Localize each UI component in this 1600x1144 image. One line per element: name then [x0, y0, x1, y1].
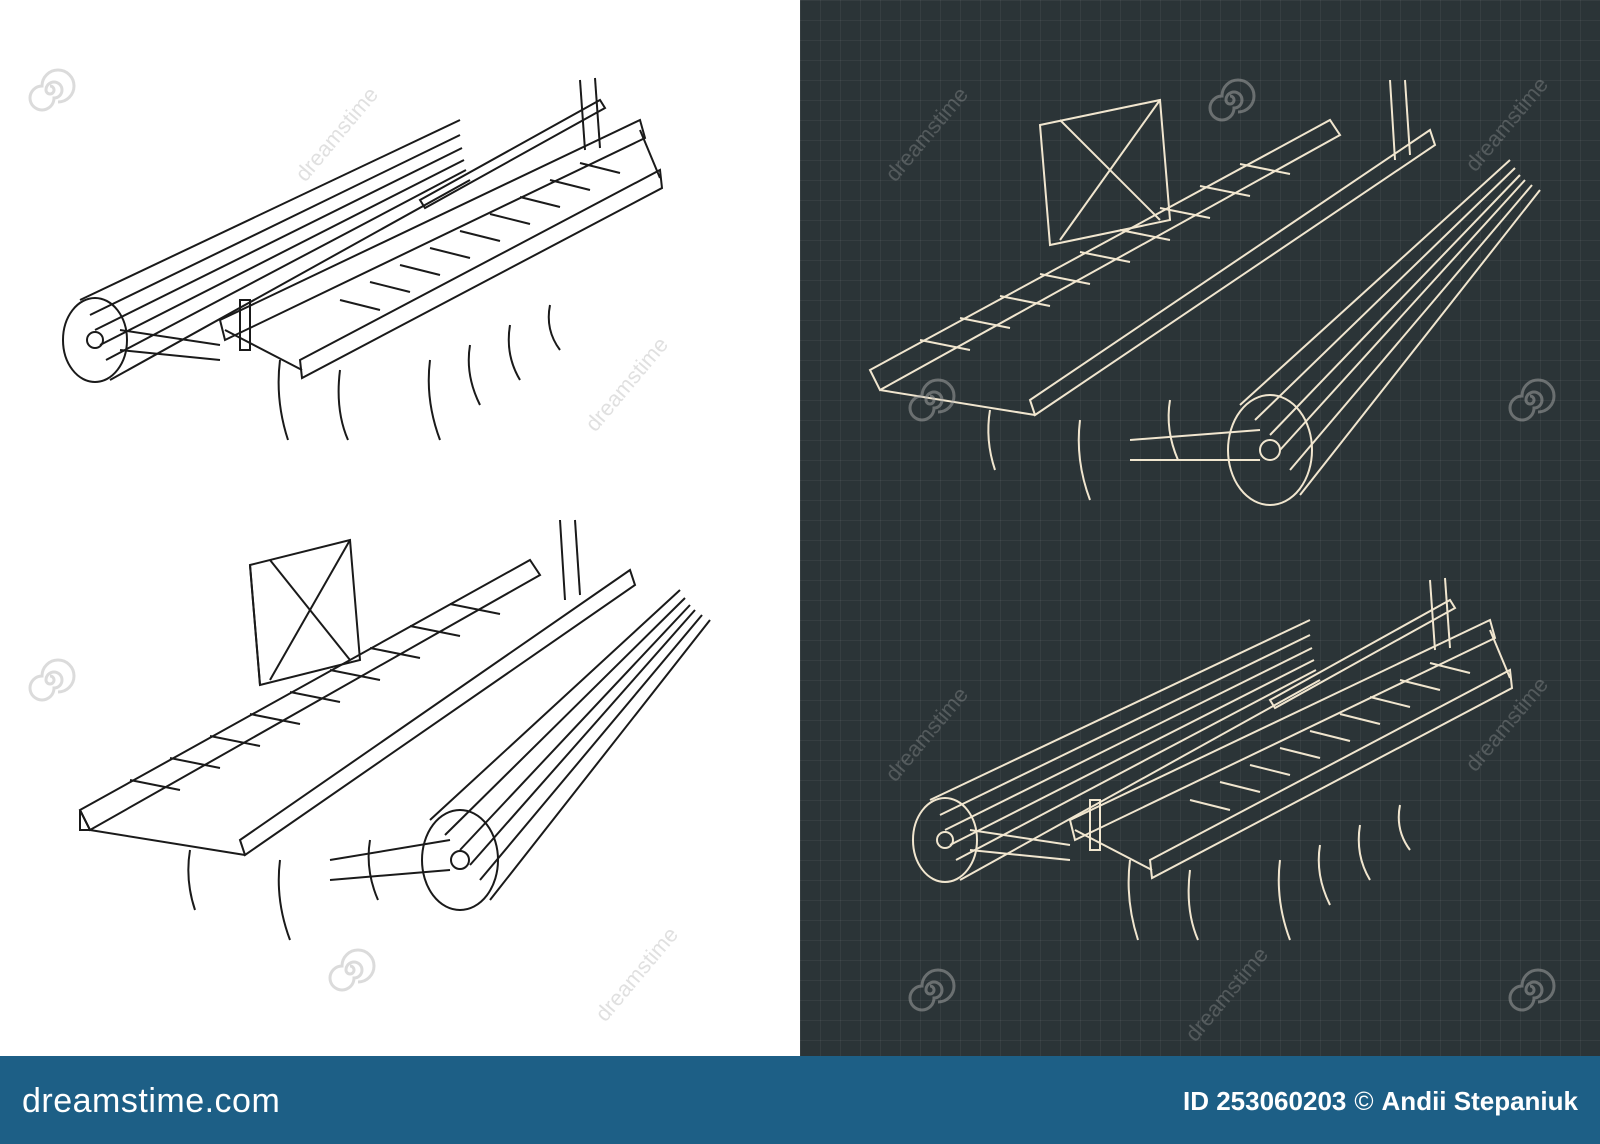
cultivator-drawing-dark-bottom [890, 560, 1530, 960]
tines [277, 304, 561, 441]
id-label: ID [1182, 1086, 1209, 1116]
cultivator-drawing-dark-top [860, 70, 1560, 550]
spiral-logo-icon [28, 658, 76, 702]
spiral-logo-icon [908, 378, 956, 422]
frame [218, 77, 664, 380]
spiral-logo-icon [908, 968, 956, 1012]
tines [987, 399, 1179, 501]
cultivator-drawing-light-bottom [70, 510, 730, 990]
dark-blueprint-panel: dreamstime dreamstime dreamstime dreamst… [800, 0, 1600, 1056]
cross-bars [919, 163, 1291, 351]
cross-bars [339, 162, 621, 311]
author-name[interactable]: Andii Stepaniuk [1381, 1086, 1578, 1116]
frame [78, 538, 637, 857]
spiral-logo-icon [1508, 968, 1556, 1012]
dreamstime-logo-text[interactable]: dreamstime.com [22, 1082, 281, 1120]
light-drawing-panel: dreamstime dreamstime dreamstime [0, 0, 800, 1056]
roller-cylinder [1227, 159, 1541, 506]
copyright-icon: © [1354, 1086, 1374, 1116]
stock-footer-bar: dreamstime.com ID 253060203 © Andii Step… [0, 1056, 1600, 1144]
cross-bars [1189, 662, 1471, 811]
spiral-logo-icon [328, 948, 376, 992]
cross-bars [129, 603, 501, 791]
image-id: 253060203 [1216, 1086, 1347, 1116]
roller-cylinder [912, 619, 1321, 883]
spiral-logo-icon [1508, 378, 1556, 422]
frame [1068, 577, 1514, 880]
spiral-logo-icon [1208, 78, 1256, 122]
frame [868, 98, 1437, 417]
tines [187, 839, 379, 941]
image-credit: ID 253060203 © Andii Stepaniuk [1183, 1086, 1578, 1117]
roller-cylinder [421, 589, 711, 911]
roller-cylinder [62, 119, 471, 383]
tines [1127, 804, 1411, 941]
spiral-logo-icon [28, 68, 76, 112]
cultivator-drawing-light-top [40, 60, 680, 460]
